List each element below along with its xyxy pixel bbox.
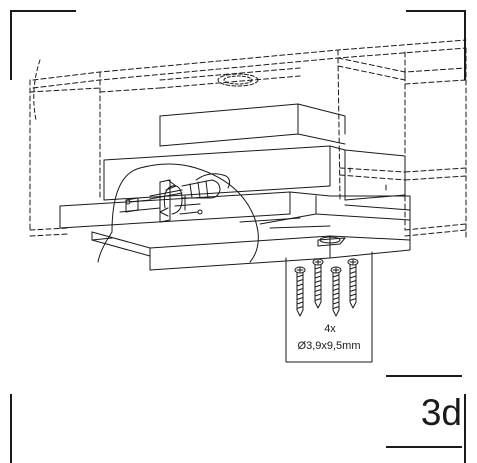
crop-mark-top-right-vertical xyxy=(464,10,466,80)
duct-hole-outline xyxy=(217,73,259,87)
screw-quantity-label: 4x xyxy=(324,323,336,335)
step-label: 3d xyxy=(420,392,462,433)
screw-icon xyxy=(347,258,359,309)
screw-icon xyxy=(312,258,324,309)
crop-mark-bottom-right-vertical xyxy=(464,394,466,463)
screw-callout-box xyxy=(285,251,373,363)
screw-icon xyxy=(294,266,306,317)
magnified-detail-bubble xyxy=(97,163,259,263)
step-rule-top xyxy=(386,375,462,377)
screw-icon xyxy=(330,266,342,317)
screwdriver-illustration xyxy=(149,173,231,200)
hood-body xyxy=(59,103,411,271)
step-rule-bottom xyxy=(386,446,462,448)
screw-dimension-label: Ø3,9x9,5mm xyxy=(298,340,361,352)
crop-mark-top-right-horizontal xyxy=(406,10,466,12)
crop-mark-top-left-horizontal xyxy=(10,10,76,12)
crop-mark-top-left-vertical xyxy=(10,10,12,80)
detail-screws xyxy=(125,199,203,215)
screws-group xyxy=(294,258,359,317)
wall-cabinet-outline xyxy=(29,39,467,241)
crop-mark-bottom-left-vertical xyxy=(10,394,12,463)
rotation-arrow xyxy=(159,179,183,217)
